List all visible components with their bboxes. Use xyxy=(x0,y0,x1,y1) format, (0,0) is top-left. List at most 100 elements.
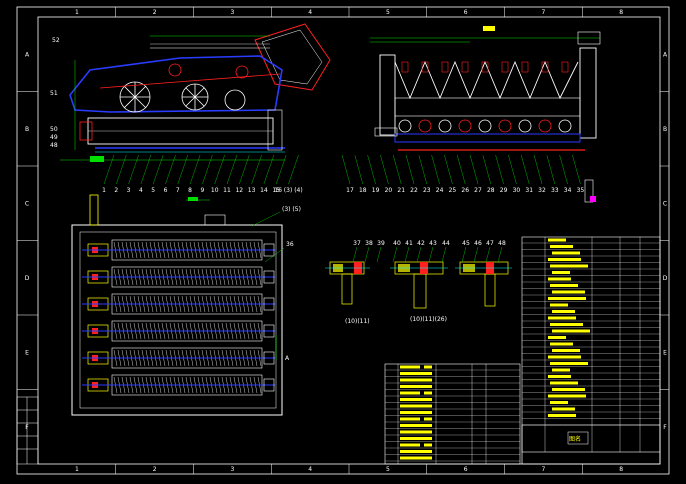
table-cell-fill xyxy=(424,372,432,375)
table-cell-fill xyxy=(400,430,428,434)
table-cell-fill xyxy=(548,238,566,242)
row-mark: D xyxy=(25,275,30,282)
section-callout-39: 39 xyxy=(377,240,385,247)
table-cell-fill xyxy=(424,424,432,427)
balloon-15: 15 xyxy=(272,187,280,194)
section-callout-42: 42 xyxy=(417,240,425,247)
leader-line xyxy=(376,246,382,263)
balloon-31: 31 xyxy=(525,187,533,194)
table-cell-fill xyxy=(424,456,432,460)
balloon-22: 22 xyxy=(410,187,418,194)
rotor-disc xyxy=(478,119,492,133)
leader-line xyxy=(404,246,410,263)
row-mark: F xyxy=(25,424,29,431)
balloon-33: 33 xyxy=(551,187,559,194)
row-mark: F xyxy=(663,424,667,431)
rotor-blade xyxy=(461,61,469,73)
column-mark: 4 xyxy=(308,466,312,473)
balloon-18: 18 xyxy=(359,187,367,194)
row-mark: C xyxy=(25,200,29,207)
callout-51: 51 xyxy=(50,90,58,97)
column-mark: 5 xyxy=(386,466,390,473)
rotor-blade xyxy=(501,61,509,73)
table-cell-fill xyxy=(400,411,432,414)
table-cell-fill xyxy=(550,303,568,307)
balloon-26: 26 xyxy=(461,187,469,194)
leader-line xyxy=(416,246,422,263)
column-mark: 2 xyxy=(153,9,157,16)
rotor-disc xyxy=(498,119,512,133)
table-cell-fill xyxy=(424,391,432,395)
section-callout-46: 46 xyxy=(474,240,482,247)
balloon-17: 17 xyxy=(346,187,354,194)
table-cell-fill xyxy=(424,365,432,369)
row-mark: B xyxy=(25,126,29,133)
plan-view-labels: (3) (5)36 xyxy=(251,206,301,263)
table-cell-fill xyxy=(548,355,581,359)
balloon-8: 8 xyxy=(188,187,192,194)
column-mark: 3 xyxy=(230,466,234,473)
table-cell-fill xyxy=(548,375,571,378)
table-cell-fill xyxy=(400,365,420,369)
parts-list-rows xyxy=(522,238,660,419)
table-cell-fill xyxy=(550,381,578,385)
balloon-23: 23 xyxy=(423,187,431,194)
table-cell-fill xyxy=(424,443,432,447)
row-mark: D xyxy=(663,275,668,282)
end-bearing xyxy=(263,324,275,338)
table-cell-fill xyxy=(400,450,424,453)
balloon-13: 13 xyxy=(248,187,256,194)
column-mark: 6 xyxy=(464,9,468,16)
balloon-10: 10 xyxy=(211,187,219,194)
balloon-1: 1 xyxy=(102,187,106,194)
table-cell-fill xyxy=(548,336,566,339)
title-block-name: 图名 xyxy=(569,435,581,443)
balloon-35: 35 xyxy=(577,187,585,194)
section-callout-41: 41 xyxy=(405,240,413,247)
callout-49: 49 xyxy=(50,134,58,141)
balloon-24: 24 xyxy=(436,187,444,194)
balloon-29: 29 xyxy=(500,187,508,194)
leader-line xyxy=(251,211,281,227)
table-cell-fill xyxy=(400,443,420,447)
section-caption-2: (10)(11)(26) xyxy=(410,316,447,323)
leader-lines xyxy=(103,154,581,185)
table-cell-fill xyxy=(550,264,588,268)
parts-list-lower xyxy=(384,363,521,465)
table-cell-fill xyxy=(548,414,576,417)
table-cell-fill xyxy=(400,424,424,427)
table-cell-fill xyxy=(548,258,581,261)
column-mark: 8 xyxy=(619,466,623,473)
table-cell-fill xyxy=(552,271,570,274)
column-mark: 5 xyxy=(386,9,390,16)
table-cell-fill xyxy=(400,437,432,440)
table-cell-fill xyxy=(552,407,575,411)
table-cell-fill xyxy=(424,378,432,382)
balloon-30: 30 xyxy=(513,187,521,194)
table-cell-fill xyxy=(424,411,432,414)
callout-50: 50 xyxy=(50,126,58,133)
table-cell-fill xyxy=(424,398,432,401)
rotor-disc xyxy=(518,119,532,133)
section-callout-48: 48 xyxy=(498,240,506,247)
table-cell-fill xyxy=(400,417,420,421)
rotor-blade xyxy=(421,61,429,73)
table-cell-fill xyxy=(424,437,432,440)
table-cell-fill xyxy=(550,284,578,287)
end-bearing xyxy=(263,270,275,284)
balloon-3: 3 xyxy=(127,187,131,194)
section-callout-47: 47 xyxy=(486,240,494,247)
section-callout-38: 38 xyxy=(365,240,373,247)
balloon-25: 25 xyxy=(449,187,457,194)
balloon-34: 34 xyxy=(564,187,572,194)
table-cell-fill xyxy=(548,297,586,300)
plan-view-assembly: A (3) (5)36 xyxy=(71,194,301,416)
section-callout-40: 40 xyxy=(393,240,401,247)
row-mark: A xyxy=(663,51,668,58)
